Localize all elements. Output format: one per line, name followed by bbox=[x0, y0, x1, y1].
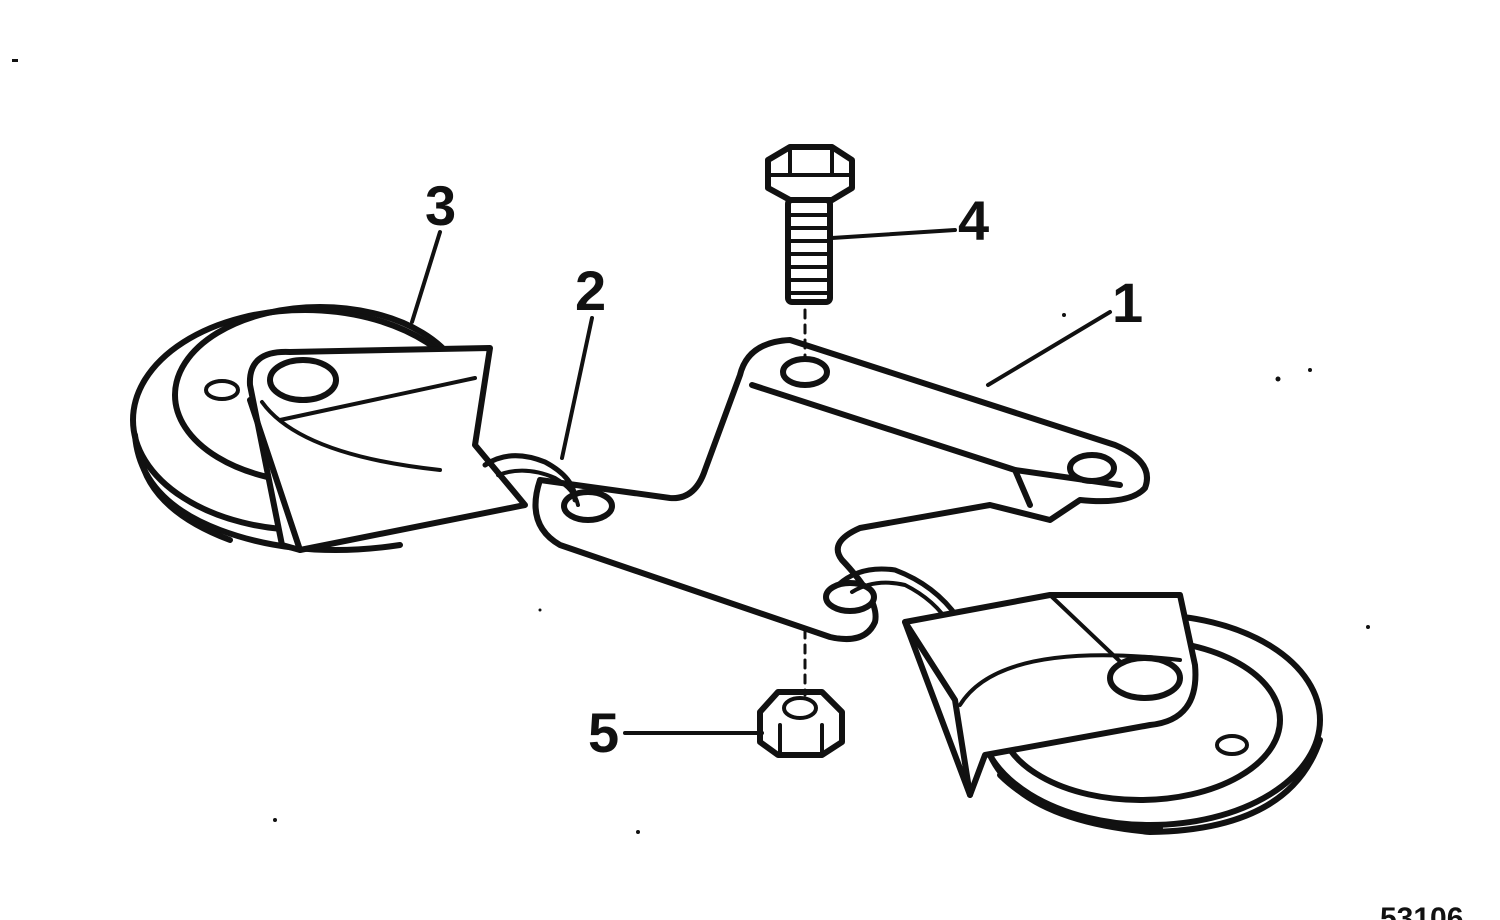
right-pulley-bracket bbox=[902, 592, 1199, 798]
callout-1: 1 bbox=[1112, 271, 1143, 334]
callout-4: 4 bbox=[958, 189, 989, 252]
left-pulley-bracket bbox=[246, 345, 528, 553]
scan-specks bbox=[12, 59, 1370, 834]
spring-left bbox=[482, 453, 580, 507]
callout-5: 5 bbox=[588, 701, 619, 764]
hex-nut bbox=[757, 689, 845, 758]
spring-right bbox=[835, 566, 961, 627]
callout-3: 3 bbox=[425, 174, 456, 237]
figure-number: 53106 bbox=[1380, 902, 1463, 920]
mounting-plate bbox=[532, 337, 1150, 643]
callout-2: 2 bbox=[575, 259, 606, 322]
hex-bolt bbox=[765, 144, 855, 305]
leader-lines bbox=[410, 228, 1112, 735]
